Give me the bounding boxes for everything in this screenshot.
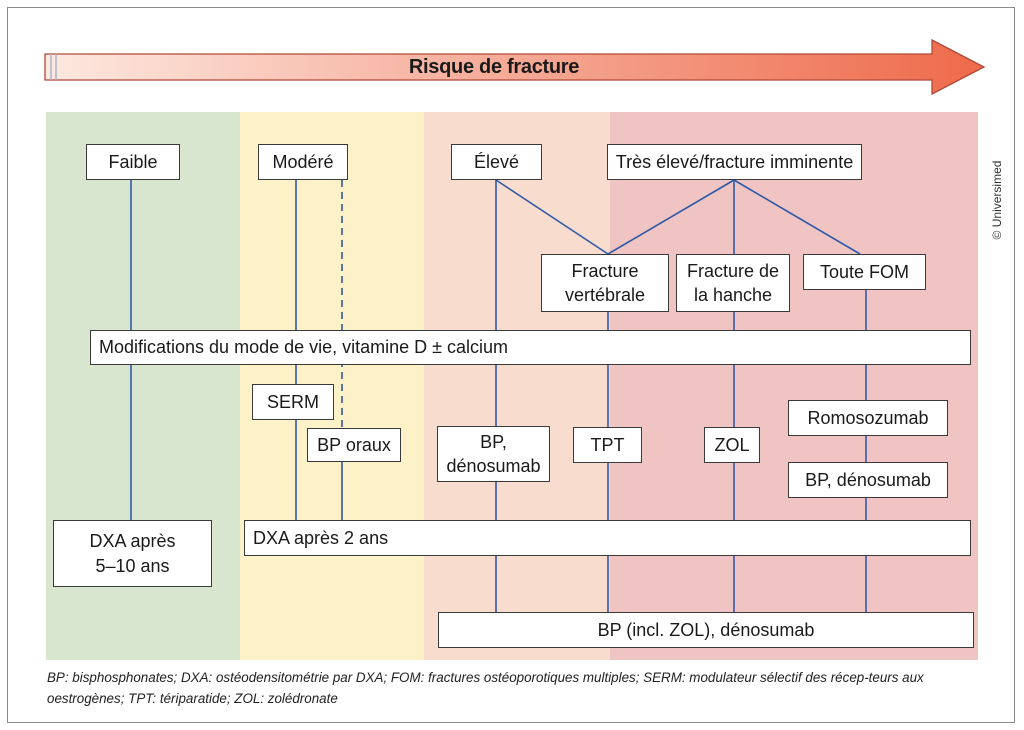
subtype-hip-fracture: Fracture de la hanche [676, 254, 790, 312]
treatment-bp-denosumab-sequence: BP, dénosumab [788, 462, 948, 498]
monitoring-dxa-2-years: DXA après 2 ans [244, 520, 971, 556]
risk-level-very-high: Très élevé/fracture imminente [607, 144, 862, 180]
risk-level-high: Élevé [451, 144, 542, 180]
treatment-bp-denosumab: BP, dénosumab [437, 426, 550, 482]
treatment-romosozumab: Romosozumab [788, 400, 948, 436]
abbreviations-footnote: BP: bisphosphonates; DXA: ostéodensitomé… [47, 670, 924, 706]
treatment-serm: SERM [252, 384, 334, 420]
subtype-multiple-fractures: Toute FOM [803, 254, 926, 290]
band-high-risk [424, 112, 610, 660]
treatment-tpt: TPT [573, 427, 642, 463]
lifestyle-bar: Modifications du mode de vie, vitamine D… [90, 330, 971, 365]
risk-level-moderate: Modéré [258, 144, 348, 180]
risk-arrow-shape [44, 38, 986, 96]
copyright-text: © Universimed [990, 160, 1004, 240]
treatment-zol: ZOL [704, 427, 760, 463]
risk-level-low: Faible [86, 144, 180, 180]
risk-arrow-title: Risque de fracture [408, 56, 580, 78]
band-very-high-risk [610, 112, 978, 660]
subtype-vertebral-fracture: Fracture vertébrale [541, 254, 669, 312]
risk-arrow: Risque de fracture [44, 38, 986, 96]
figure-frame [7, 7, 1015, 723]
followup-bp-denosumab: BP (incl. ZOL), dénosumab [438, 612, 974, 648]
treatment-oral-bp: BP oraux [307, 428, 401, 462]
monitoring-dxa-low-risk: DXA après 5–10 ans [53, 520, 212, 587]
